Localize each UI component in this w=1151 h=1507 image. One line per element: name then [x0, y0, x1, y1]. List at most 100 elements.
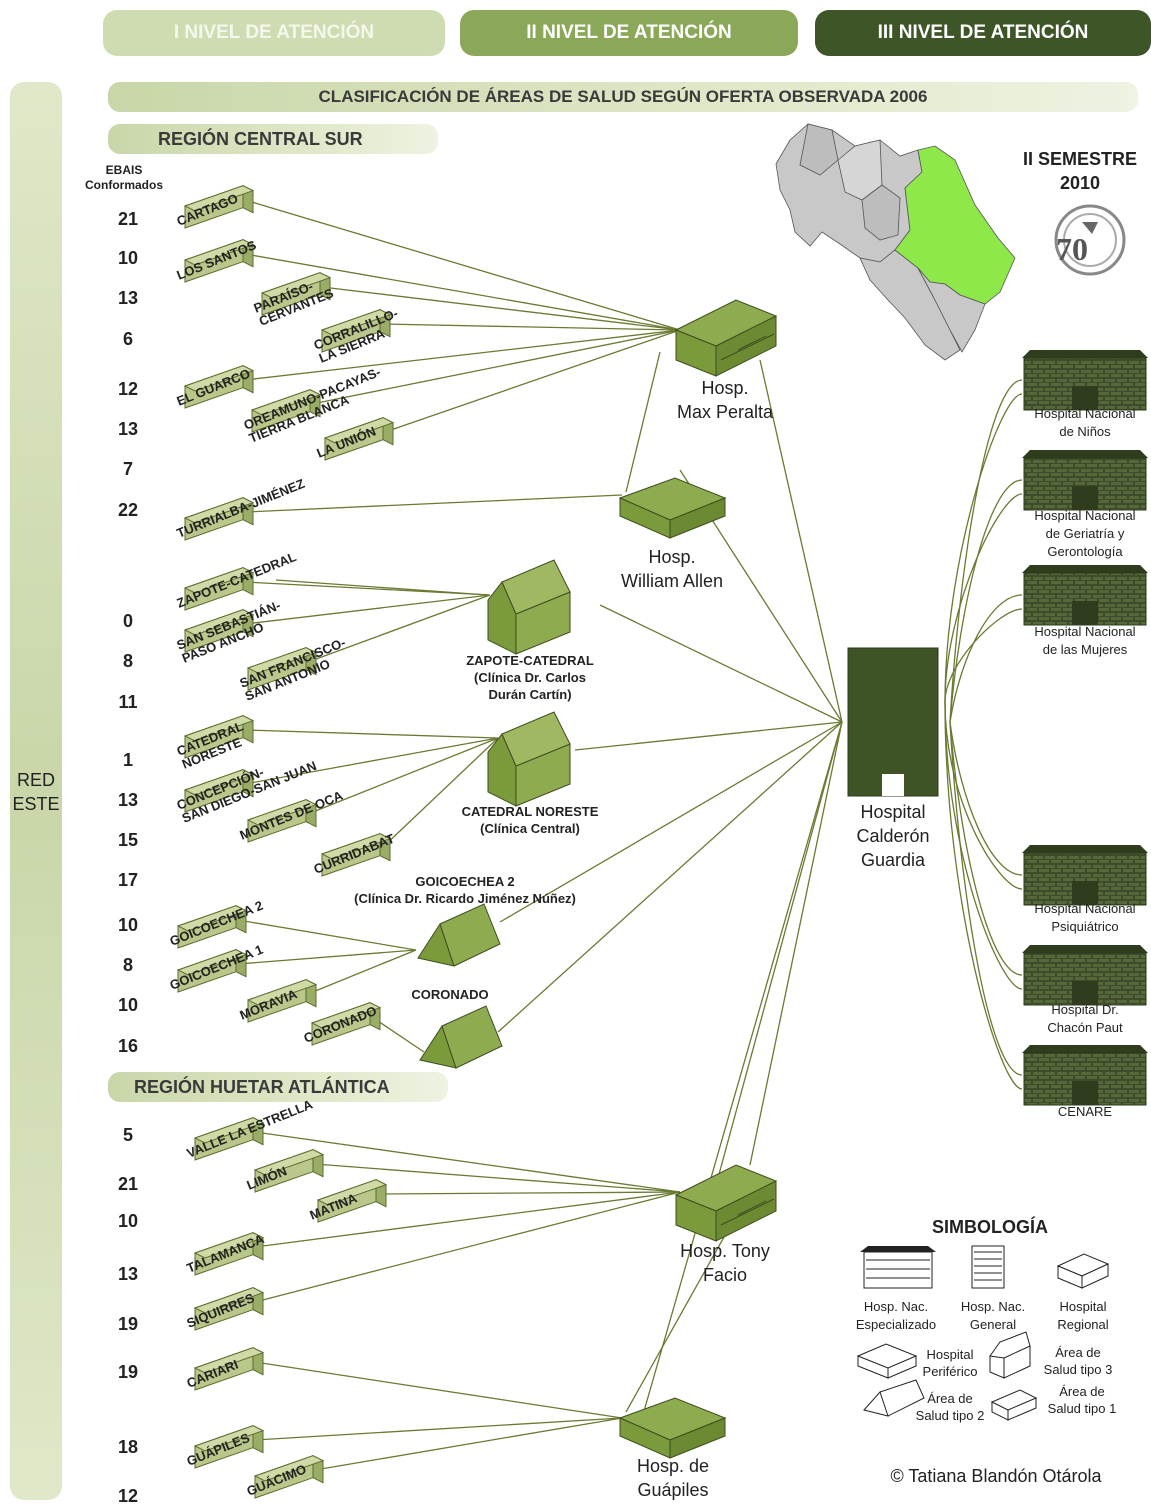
legend-general-icon — [971, 1245, 1005, 1289]
area-block-san-francisco: SAN FRANCISCO-SAN ANTONIO — [238, 635, 348, 704]
area-block-limon: LIMÓN — [245, 1148, 325, 1193]
area-block-guapiles: GUÁPILES — [185, 1424, 265, 1469]
link-national-ninos-b — [944, 393, 1023, 703]
catedral-clinic-icon — [487, 711, 571, 807]
william-allen-hospital-icon — [618, 477, 727, 539]
link-san-francisco — [307, 594, 491, 663]
tab-ii-nivel[interactable]: II NIVEL DE ATENCIÓN — [460, 10, 798, 56]
link-talamanca — [254, 1191, 681, 1248]
ebais-count-10: 8 — [122, 651, 133, 671]
area-label-turrialba: TURRIALBA-JIMÉNEZ — [175, 476, 307, 541]
main-title-text: CLASIFICACIÓN DE ÁREAS DE SALUD SEGÚN OF… — [318, 87, 928, 106]
area-label-line: GOICOECHEA 2 — [168, 898, 266, 949]
national-hospital-psiquiatrico-icon — [1022, 845, 1148, 906]
cenare-label: CENARE — [1057, 1104, 1113, 1119]
link-concepcion — [244, 737, 499, 785]
link-to-calderon — [759, 359, 843, 723]
legend-title: SIMBOLOGÍA — [932, 1217, 1048, 1237]
logo-number: 70 — [1056, 231, 1088, 267]
ebais-count-14: 15 — [117, 830, 139, 850]
region-central-sur-text: REGIÓN CENTRAL SUR — [158, 128, 363, 149]
red-label: RED — [16, 770, 55, 790]
ebais-count-3: 13 — [117, 288, 139, 308]
area-label-corralillo: CORRALILLO-LA SIERRA — [312, 305, 406, 365]
area-block-guacimo: GUÁCIMO — [245, 1454, 325, 1499]
ebais-count-9: 0 — [122, 611, 133, 631]
link-turrialba — [244, 494, 623, 513]
zapote-clinic-icon — [487, 559, 571, 655]
ebais-count-11: 11 — [118, 692, 138, 712]
legend-tipo3-icon — [989, 1331, 1031, 1379]
link-to-calderon — [574, 721, 843, 751]
link-national-psiquiatrico-b — [944, 701, 1023, 890]
national-hospital-geriatria-icon — [1022, 450, 1148, 511]
area-block-cariari: CARIARI — [185, 1346, 265, 1391]
area-block-goicoechea-1: GOICOECHEA 1 — [168, 942, 266, 993]
ebais-count-27: 12 — [117, 1486, 139, 1506]
guapiles-hospital-icon — [618, 1397, 727, 1459]
legend-tipo2-icon — [863, 1379, 925, 1417]
ebais-count-2: 10 — [117, 248, 139, 268]
link-limon — [314, 1163, 681, 1193]
area-block-corralillo: CORRALILLO-LA SIERRA — [312, 305, 406, 365]
link-goicoechea-2 — [237, 919, 417, 951]
ebais-count-20: 5 — [122, 1125, 133, 1145]
legend-tipo1-icon — [990, 1389, 1038, 1421]
red-este-label: RED ESTE — [8, 768, 64, 816]
national-hospital-ninos-icon — [1022, 350, 1148, 411]
link-siquirres — [254, 1191, 681, 1303]
link-cartago — [244, 199, 681, 331]
link-los-santos — [244, 253, 681, 331]
area-block-catedral-noreste: CATEDRALNORESTE — [175, 714, 255, 772]
ebais-count-25: 19 — [117, 1362, 139, 1382]
tab-i-nivel[interactable]: I NIVEL DE ATENCIÓN — [103, 10, 445, 56]
link-oreamuno — [311, 329, 681, 405]
calderon-guardia-hospital-icon — [847, 647, 939, 797]
ebais-count-12: 1 — [122, 750, 133, 770]
region-central-sur-header: REGIÓN CENTRAL SUR — [108, 124, 438, 154]
link-guacimo — [314, 1417, 623, 1471]
red-este-bar — [10, 82, 62, 1500]
ebais-count-23: 13 — [117, 1264, 139, 1284]
tab-iii-nivel[interactable]: III NIVEL DE ATENCIÓN — [815, 10, 1151, 56]
ebais-count-21: 21 — [117, 1174, 139, 1194]
ebais-count-16: 10 — [117, 915, 139, 935]
ebais-count-5: 12 — [117, 379, 139, 399]
link-to-calderon — [749, 721, 843, 1166]
link-national-geriatria-b — [944, 493, 1023, 703]
link-guapiles — [254, 1417, 623, 1441]
link-coronado — [371, 1016, 425, 1053]
area-block-coronado: CORONADO — [302, 1001, 382, 1046]
catedral-clinic-label: CATEDRAL NORESTE(Clínica Central) — [461, 804, 599, 836]
area-block-el-guarco: EL GUARCO — [175, 364, 255, 409]
legend-general-label: Hosp. Nac.General — [960, 1299, 1026, 1332]
link-el-guarco — [244, 329, 681, 381]
region-huetar-header: REGIÓN HUETAR ATLÁNTICA — [108, 1072, 448, 1102]
area-block-siquirres: SIQUIRRES — [185, 1286, 265, 1331]
link-to-calderon — [599, 604, 843, 723]
ebais-count-13: 13 — [117, 790, 139, 810]
area-block-matina: MATINA — [308, 1178, 388, 1223]
link-goicoechea-1 — [237, 949, 417, 965]
link-paraiso — [321, 286, 681, 331]
link-to-calderon — [499, 721, 843, 923]
region-huetar-text: REGIÓN HUETAR ATLÁNTICA — [134, 1076, 390, 1097]
goicoechea-clinic-label: GOICOECHEA 2(Clínica Dr. Ricardo Jiménez… — [354, 874, 576, 906]
area-label-goicoechea-2: GOICOECHEA 2 — [168, 898, 266, 949]
link-cariari — [254, 1361, 623, 1419]
coronado-clinic-icon — [419, 1005, 503, 1069]
area-label-valle-la-estrella: VALLE LA ESTRELLA — [185, 1096, 316, 1160]
area-block-paraiso: PARAÍSO-CERVANTES — [252, 271, 336, 329]
area-label-line: TURRIALBA-JIMÉNEZ — [175, 476, 307, 541]
area-block-curridabat: CURRIDABAT — [312, 831, 397, 877]
coronado-clinic-label: CORONADO — [411, 987, 489, 1002]
